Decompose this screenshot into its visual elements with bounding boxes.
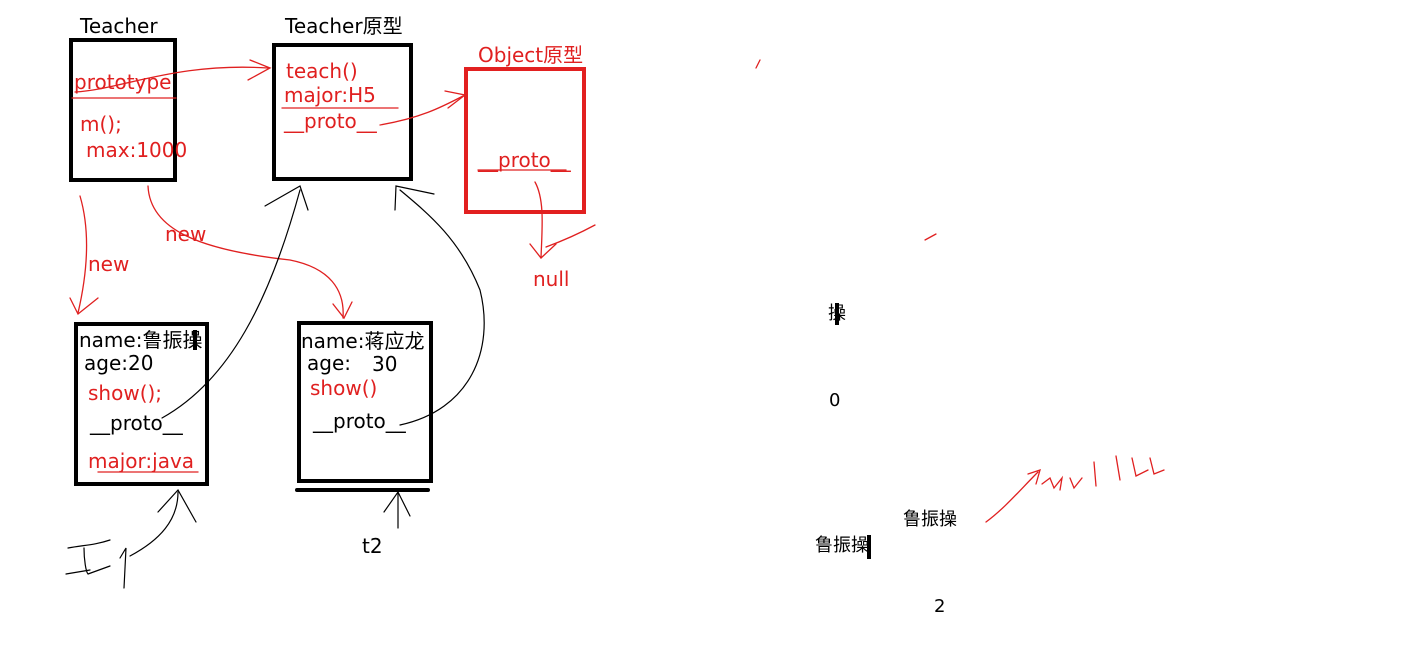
teacher-prototype-label: prototype: [74, 70, 172, 94]
arrow-proto-to-object: [379, 95, 464, 126]
t1-show-label: show();: [88, 381, 163, 405]
t1-proto-label: __proto__: [90, 411, 183, 435]
teacher-box: [69, 38, 177, 182]
teacher-max-label: max:1000: [86, 138, 188, 162]
output-line-3: 鲁振操: [903, 509, 957, 530]
teacher-title: Teacher: [80, 14, 158, 38]
output-cursor-1: [835, 303, 839, 325]
instance-t1-box: [74, 322, 209, 486]
t2-name-label: name:蒋应龙: [301, 329, 425, 353]
new-label-right: new: [165, 222, 207, 246]
object-prototype-proto-label: __proto__: [478, 148, 571, 172]
arrow-t1-var: [129, 491, 179, 557]
arrow-t1-proto: [161, 189, 301, 419]
teacher-prototype-box: [272, 43, 413, 181]
object-prototype-title: Object原型: [478, 43, 584, 67]
t2-var-label: t2: [362, 534, 383, 558]
t1-name-label: name:鲁振操: [79, 328, 203, 352]
t2-proto-label: __proto__: [313, 409, 406, 433]
new-label-left: new: [88, 252, 130, 276]
t1-handwritten: [65, 539, 127, 589]
output-cursor-2: [867, 535, 871, 559]
null-label: null: [533, 267, 570, 291]
output-line-2: 0: [829, 390, 841, 411]
arrow-hand-null: [985, 471, 1039, 523]
teacher-prototype-title: Teacher原型: [285, 14, 403, 38]
t2-age-label: age:: [307, 351, 351, 375]
output-line-4: 鲁振操: [815, 535, 869, 556]
major-h5-label: major:H5: [284, 83, 376, 107]
teach-method-label: teach(): [286, 59, 358, 83]
t1-major-label: major:java: [88, 449, 195, 473]
arrow-new-left: [77, 195, 88, 314]
object-prototype-box: [464, 67, 586, 214]
teacher-method-label: m();: [80, 112, 122, 136]
output-line-5: 2: [934, 596, 946, 617]
instance-t2-box: [297, 321, 433, 483]
text-cursor: [193, 330, 197, 350]
arrow-prototype-to-proto: [74, 66, 269, 93]
t2-age-value: 30: [372, 352, 398, 376]
arrow-t2-proto: [399, 189, 485, 426]
t1-age-label: age:20: [84, 351, 154, 375]
t2-show-label: show(): [310, 376, 378, 400]
teacher-prototype-proto-label: __proto__: [284, 109, 377, 133]
arrow-object-proto-to-null: [534, 181, 543, 259]
arrow-new-right: [147, 185, 344, 319]
